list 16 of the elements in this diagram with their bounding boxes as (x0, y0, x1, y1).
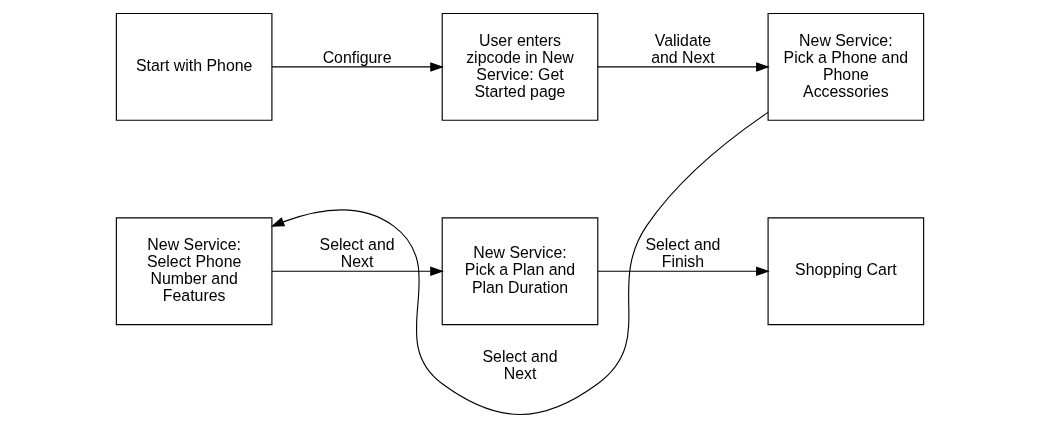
edge-label: Select and Next (319, 235, 395, 270)
edge-label: Validate and Next (650, 31, 715, 66)
arrow (270, 266, 444, 276)
edge-label: Select and Next (481, 347, 558, 382)
arrow (596, 61, 770, 72)
arrow (270, 61, 444, 72)
edge-label: Select and Finish (644, 235, 720, 270)
arrow (596, 266, 770, 276)
node-box: User enters zipcode in New Service: Get Started page (441, 12, 598, 121)
arrow (270, 111, 769, 415)
node-box: New Service: Pick a Phone and Phone Accessories (767, 12, 924, 121)
node-box: New Service: Pick a Plan and Plan Duration (441, 216, 598, 325)
node-box: Start with Phone (115, 12, 272, 121)
edge-label: Configure (322, 48, 391, 66)
node-box: Shopping Cart (767, 216, 924, 325)
node-box: New Service: Select Phone Number and Features (115, 216, 272, 325)
